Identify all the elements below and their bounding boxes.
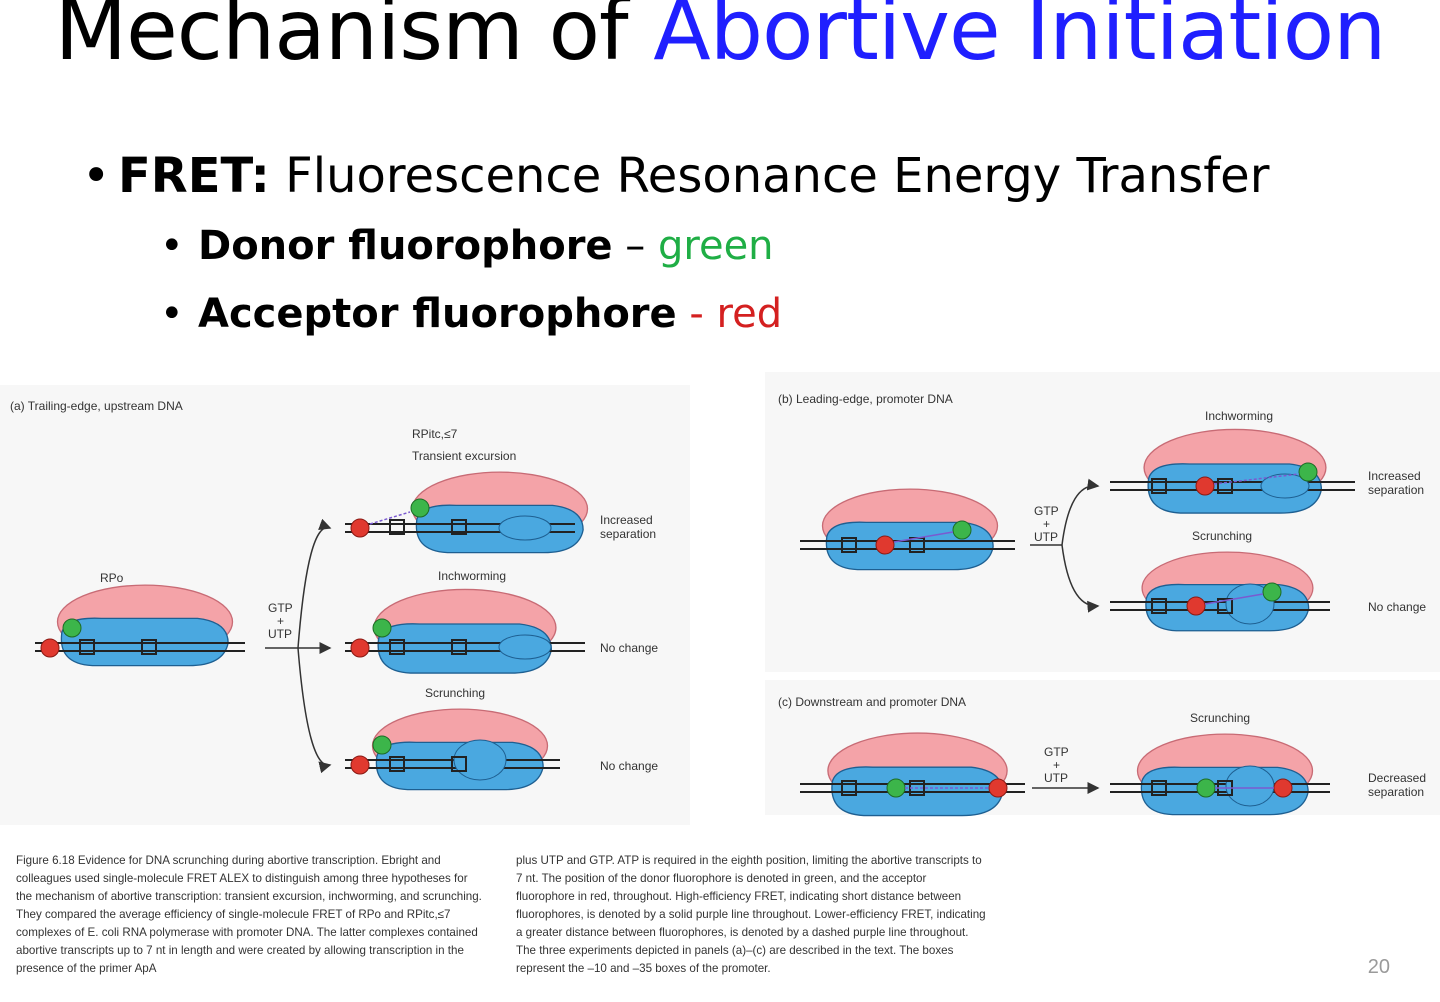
panel-a-bot-label: Scrunching bbox=[425, 686, 485, 700]
bullet-fret: •FRET: Fluorescence Resonance Energy Tra… bbox=[82, 148, 1269, 204]
panel-b-top-complex bbox=[1110, 428, 1355, 514]
figure-caption-right: plus UTP and GTP. ATP is required in the… bbox=[516, 854, 986, 975]
bullet-dot-icon: • bbox=[160, 291, 184, 337]
panel-a-result-top-2: separation bbox=[600, 527, 656, 541]
panel-a-title: (a) Trailing-edge, upstream DNA bbox=[10, 399, 183, 413]
panel-a-result-bot: No change bbox=[600, 759, 658, 773]
panel-b-reagent-plus: + bbox=[1043, 517, 1050, 531]
slide-number: 20 bbox=[1367, 956, 1390, 978]
panel-a-start-label: RPo bbox=[100, 571, 124, 585]
panel-b-result-top-2: separation bbox=[1368, 483, 1424, 497]
panel-a-mid-label: Inchworming bbox=[438, 569, 506, 583]
bullet-fret-term: FRET: bbox=[118, 148, 270, 204]
panel-a-mid-complex bbox=[345, 588, 585, 674]
title-highlight: Abortive Initiation bbox=[653, 0, 1386, 79]
figure-caption-left: Figure 6.18 Evidence for DNA scrunching … bbox=[16, 854, 482, 975]
bullet-acceptor: • Acceptor fluorophore - red bbox=[160, 290, 782, 338]
panel-b-result-bot: No change bbox=[1368, 600, 1426, 614]
title-prefix: Mechanism of bbox=[54, 0, 629, 79]
panel-c-result-1: Decreased bbox=[1368, 771, 1426, 785]
bullet-donor-color: green bbox=[658, 223, 774, 269]
panel-a-top-complex bbox=[345, 471, 589, 554]
panel-c-result-2: separation bbox=[1368, 785, 1424, 799]
bullet-dot-icon: • bbox=[160, 223, 184, 269]
panel-b-result-top-1: Increased bbox=[1368, 469, 1421, 483]
panel-b-arrow-top bbox=[1061, 478, 1100, 546]
panel-a-reagent-gtp: GTP bbox=[268, 601, 293, 615]
panel-c-reagent-utp: UTP bbox=[1044, 771, 1068, 785]
panel-a-arrow-top bbox=[297, 518, 332, 649]
bullet-donor-separator: – bbox=[612, 223, 658, 269]
panel-b-bot-label: Scrunching bbox=[1192, 529, 1252, 543]
bullet-donor-term: Donor fluorophore bbox=[198, 223, 613, 269]
bullet-fret-definition: Fluorescence Resonance Energy Transfer bbox=[269, 148, 1270, 204]
bullet-acceptor-separator: - bbox=[676, 291, 717, 337]
panel-b-reagent-gtp: GTP bbox=[1034, 504, 1059, 518]
panel-a-start-complex bbox=[35, 584, 245, 667]
panel-b-start-complex bbox=[800, 488, 1015, 571]
panel-b-arrow-bot bbox=[1061, 544, 1100, 613]
panel-c-reagent-gtp: GTP bbox=[1044, 745, 1069, 759]
panel-c-state-label: Scrunching bbox=[1190, 711, 1250, 725]
panel-b-title: (b) Leading-edge, promoter DNA bbox=[778, 392, 953, 406]
panel-a-arrow-bot bbox=[297, 647, 332, 774]
bullet-acceptor-term: Acceptor fluorophore bbox=[198, 291, 677, 337]
panel-a-top-sublabel: Transient excursion bbox=[412, 449, 516, 463]
panel-c-end-complex bbox=[1110, 733, 1330, 816]
panel-a-reagent-plus: + bbox=[277, 614, 284, 628]
slide-title: Mechanism of Abortive Initiation bbox=[0, 0, 1440, 80]
panel-b-top-label: Inchworming bbox=[1205, 409, 1273, 423]
panel-a-reagent-utp: UTP bbox=[268, 627, 292, 641]
panel-a-top-label: RPitc,≤7 bbox=[412, 427, 458, 441]
bullet-dot-icon: • bbox=[82, 148, 111, 204]
panel-c-start-complex bbox=[800, 732, 1025, 817]
panel-c-title: (c) Downstream and promoter DNA bbox=[778, 695, 966, 709]
panel-a-bot-complex bbox=[345, 708, 560, 791]
panel-a-result-top-1: Increased bbox=[600, 513, 653, 527]
panel-c-reagent-plus: + bbox=[1053, 758, 1060, 772]
panel-b-bot-complex bbox=[1110, 551, 1330, 632]
bullet-acceptor-color: red bbox=[716, 291, 783, 337]
panel-b-reagent-utp: UTP bbox=[1034, 530, 1058, 544]
bullet-donor: • Donor fluorophore – green bbox=[160, 222, 774, 270]
panel-a-result-mid: No change bbox=[600, 641, 658, 655]
